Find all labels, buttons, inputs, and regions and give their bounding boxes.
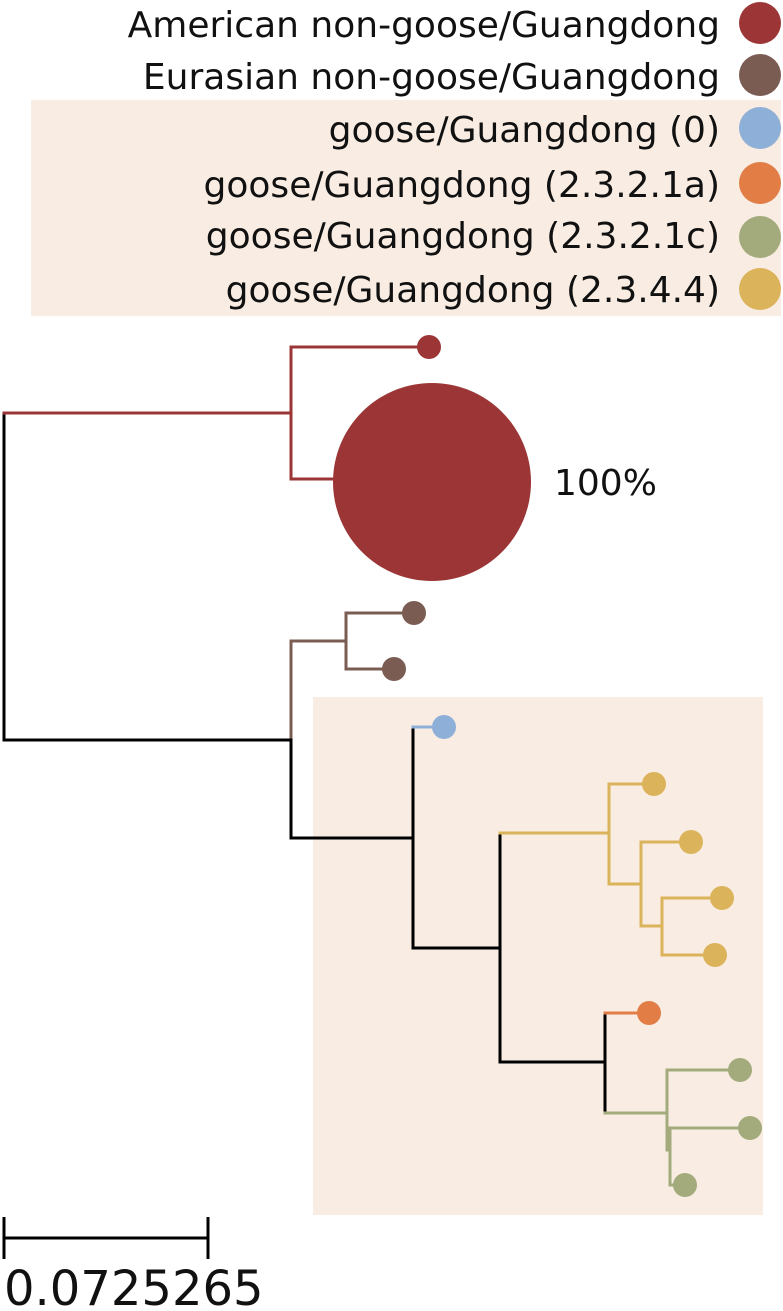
legend-label-american: American non-goose/Guangdong bbox=[128, 5, 720, 46]
tip-node-2321c-1 bbox=[728, 1058, 752, 1082]
tip-node-eurasian-2 bbox=[382, 657, 406, 681]
legend-label-eurasian: Eurasian non-goose/Guangdong bbox=[143, 57, 720, 98]
tip-nodes bbox=[333, 335, 762, 1197]
legend-swatch-goose-0 bbox=[739, 107, 781, 149]
tip-node-2321a bbox=[637, 1001, 661, 1025]
legend-highlight-box bbox=[31, 100, 781, 316]
legend: American non-goose/Guangdong Eurasian no… bbox=[31, 2, 781, 316]
legend-label-goose-2344: goose/Guangdong (2.3.4.4) bbox=[226, 270, 720, 311]
tip-node-american-collapsed bbox=[333, 383, 531, 581]
scale-bar-label: 0.0725265 bbox=[4, 1261, 264, 1311]
tip-node-2344-1 bbox=[642, 772, 666, 796]
tree bbox=[2, 345, 752, 1187]
scale-bar bbox=[2, 1217, 210, 1259]
legend-swatch-goose-2344 bbox=[739, 268, 781, 310]
tip-node-2321c-3 bbox=[673, 1173, 697, 1197]
legend-label-goose-0: goose/Guangdong (0) bbox=[329, 110, 720, 151]
legend-label-goose-2321a: goose/Guangdong (2.3.2.1a) bbox=[204, 165, 720, 206]
legend-swatch-goose-2321a bbox=[739, 162, 781, 204]
legend-swatch-american bbox=[739, 2, 781, 44]
legend-label-goose-2321c: goose/Guangdong (2.3.2.1c) bbox=[206, 216, 720, 257]
tip-node-goose-0 bbox=[432, 715, 456, 739]
collapsed-node-percentage-label: 100% bbox=[554, 463, 657, 504]
tip-node-2344-2 bbox=[679, 830, 703, 854]
tip-node-2321c-2 bbox=[738, 1116, 762, 1140]
tip-node-american-1 bbox=[417, 335, 441, 359]
tip-node-eurasian-1 bbox=[402, 601, 426, 625]
legend-swatch-eurasian bbox=[739, 54, 781, 96]
legend-swatch-goose-2321c bbox=[739, 216, 781, 258]
tip-node-2344-3 bbox=[710, 886, 734, 910]
tip-node-2344-4 bbox=[703, 943, 727, 967]
